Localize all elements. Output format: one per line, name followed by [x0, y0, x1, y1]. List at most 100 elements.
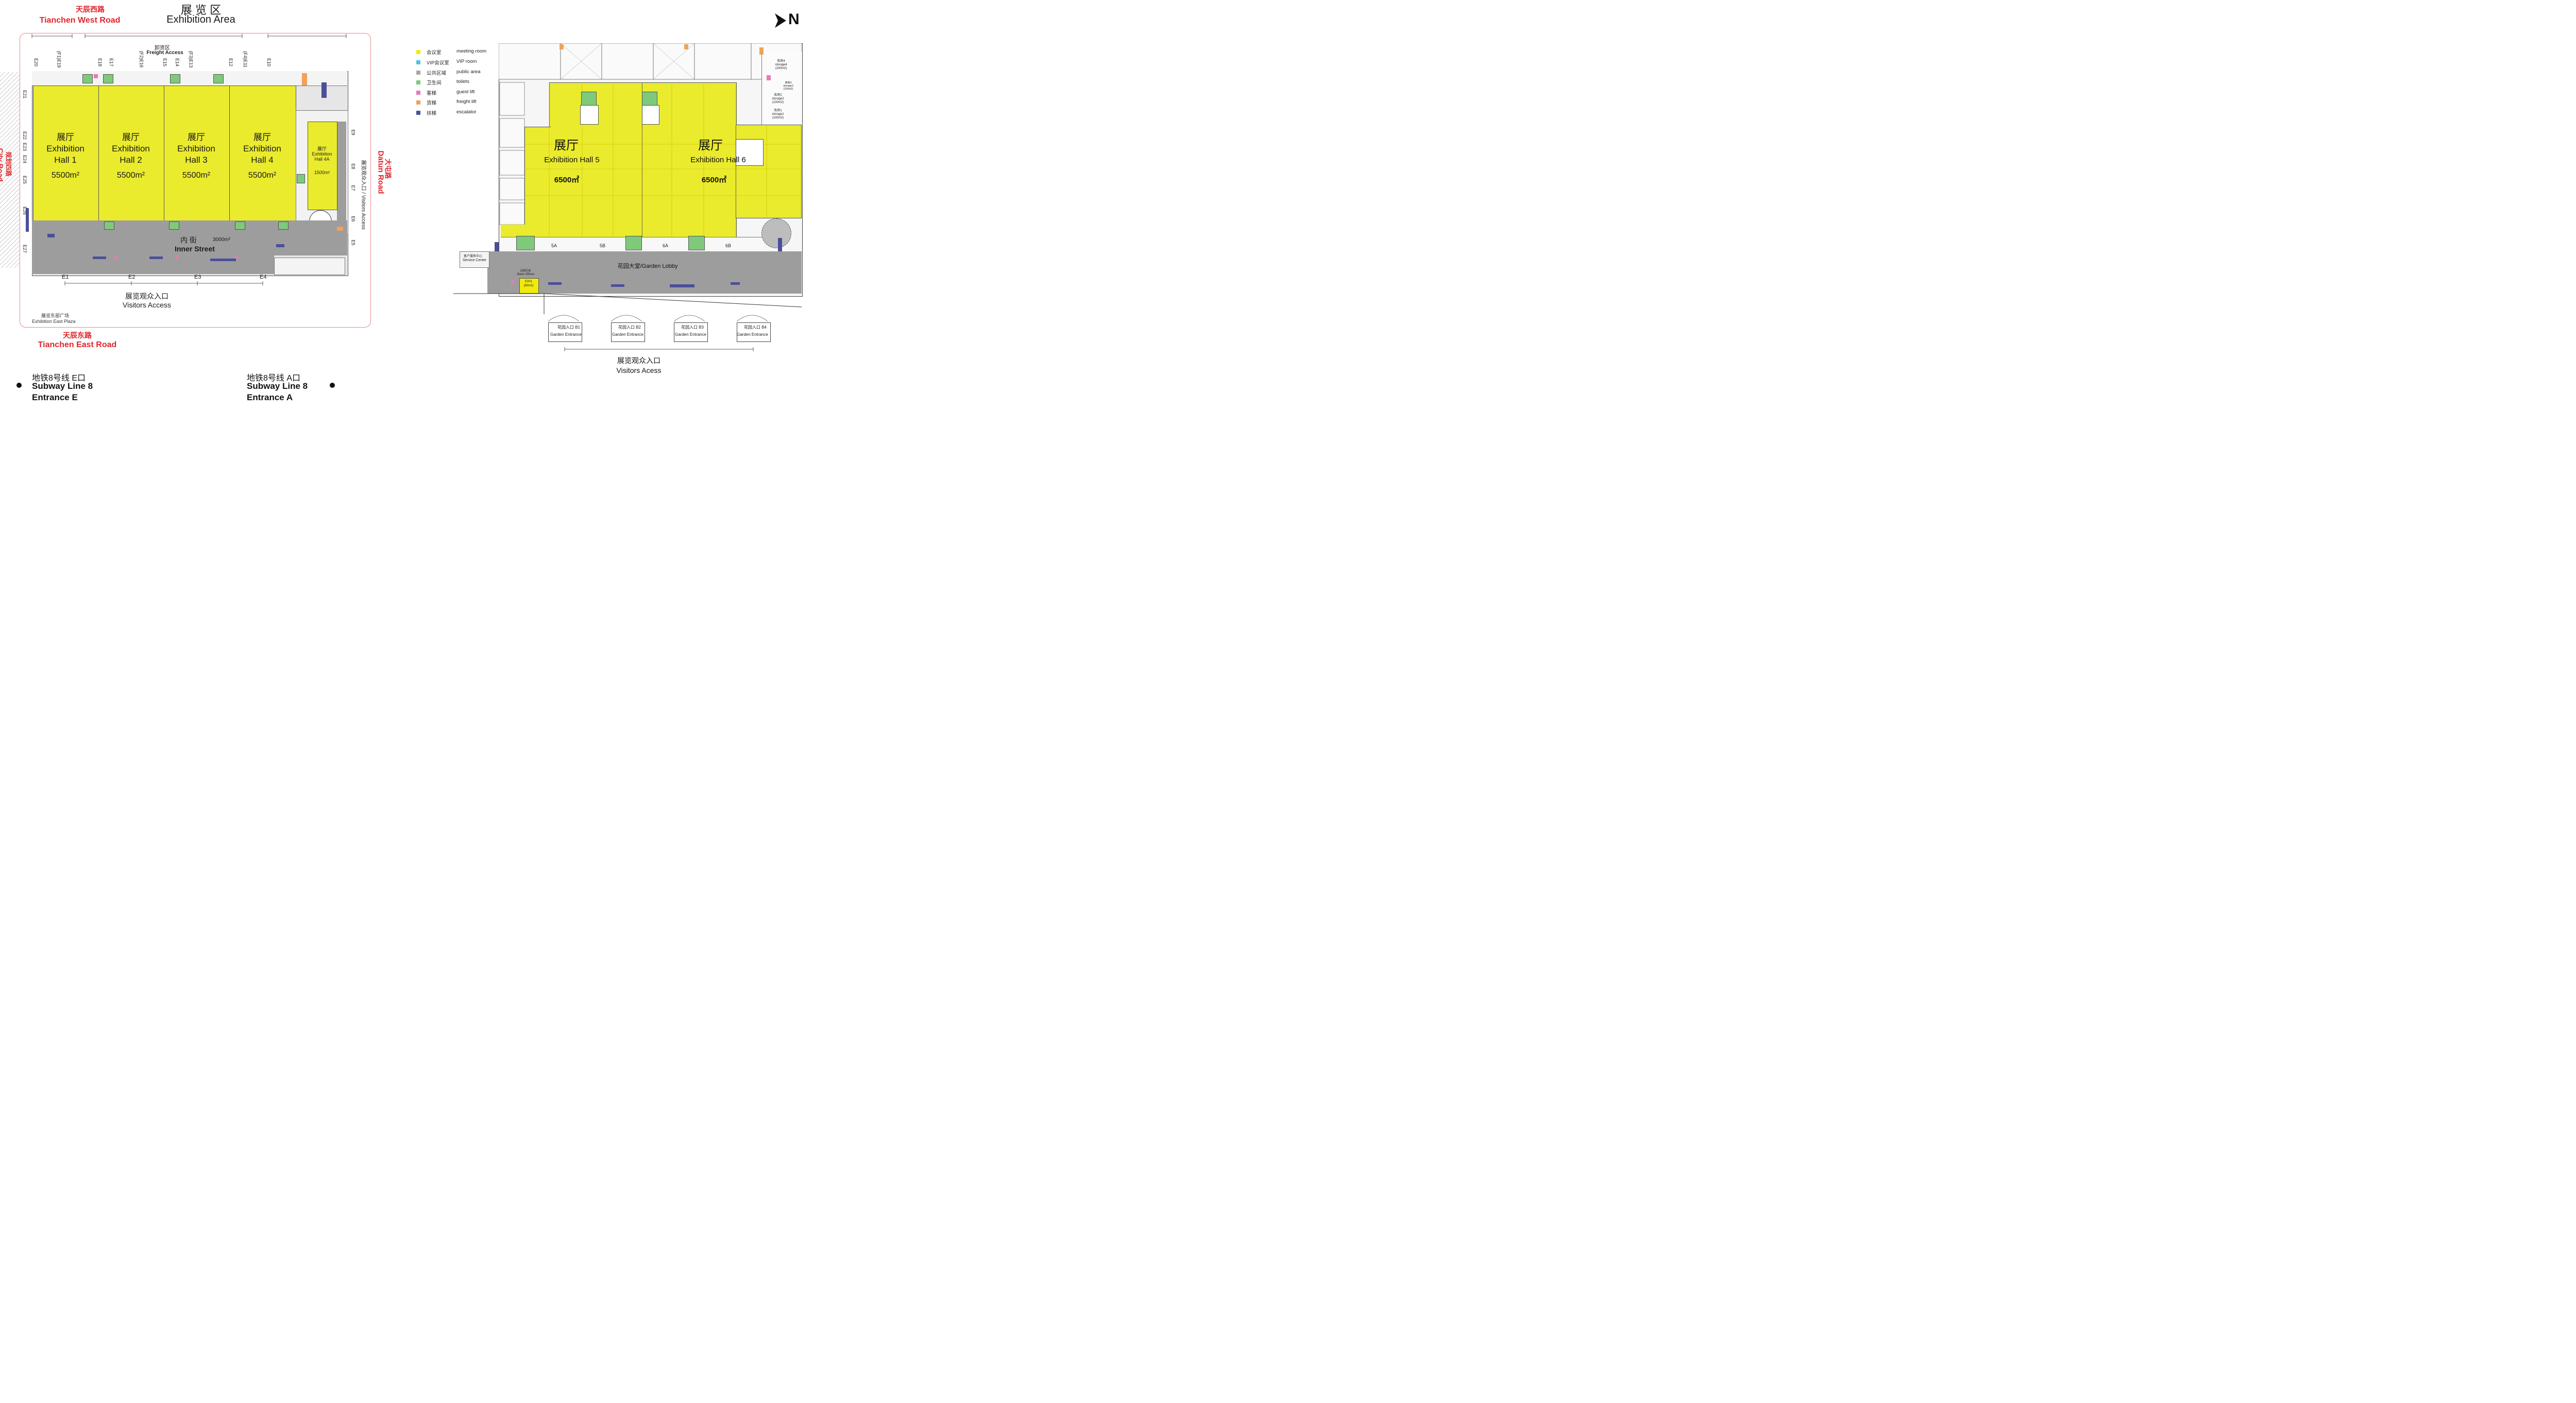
inner-street-area: 3000m²	[213, 237, 230, 243]
freight-lift	[759, 47, 764, 55]
storage-4-zh: 库房4	[777, 60, 785, 63]
service-center-en: Service Center	[463, 259, 487, 262]
garden-entrance-b3[interactable]	[674, 322, 708, 342]
stair-block	[736, 139, 764, 166]
legend-swatch	[416, 60, 420, 64]
toilet	[82, 74, 93, 83]
freight-label-zh: 卸货区	[155, 45, 170, 51]
exhibition-hall-4[interactable]	[229, 85, 296, 221]
inner-street[interactable]	[32, 220, 347, 255]
subway-a-zh: 地铁8号线 A口	[247, 374, 301, 383]
storage-2-en: storage2	[772, 97, 784, 100]
freight-lift	[684, 44, 688, 49]
hall-1-en2: Hall 1	[54, 155, 77, 165]
escalator	[548, 282, 562, 285]
entrance-canopies	[548, 315, 768, 322]
garden-entrance-b2[interactable]	[611, 322, 645, 342]
storage-2-zh: 库房2	[774, 94, 782, 97]
visitors-access-en: Visitors Access	[123, 301, 171, 309]
legend-swatch	[416, 111, 420, 115]
legend-swatch	[416, 91, 420, 95]
guest-lift	[511, 280, 514, 284]
storage-1-area: (140m2)	[772, 116, 784, 119]
toilet	[688, 236, 705, 250]
exhibition-hall-1[interactable]	[33, 85, 99, 221]
subway-e-en1: Subway Line 8	[32, 381, 93, 391]
garden-lobby[interactable]	[487, 251, 802, 294]
legend-item-public-area: 公共区域 public area	[416, 69, 519, 77]
gate-e1: E1	[62, 274, 69, 280]
area-title-zh: 展 览 区	[180, 4, 222, 16]
legend-swatch	[416, 100, 420, 105]
hall-5-zh: 展厅	[554, 139, 579, 152]
hall-2-zh: 展厅	[122, 132, 140, 142]
legend-item-toilets: 卫生间 toilets	[416, 79, 519, 87]
freight-label-en: Freight Access	[146, 50, 183, 56]
garden-entrance-b1[interactable]	[548, 322, 582, 342]
garden-entrance-b4[interactable]	[737, 322, 771, 342]
toilet	[581, 92, 597, 106]
hall-3-en1: Exhibition	[177, 144, 215, 153]
room-5b[interactable]: 5B	[600, 243, 606, 248]
subway-e-zh: 地铁8号线 E口	[32, 374, 86, 383]
service-center[interactable]	[460, 251, 489, 268]
room-6a[interactable]: 6A	[663, 243, 669, 248]
escalator	[210, 259, 236, 261]
toilet	[625, 236, 642, 250]
meeting-room-e001[interactable]	[519, 278, 539, 294]
meeting-room-row	[501, 237, 787, 252]
escalator	[26, 208, 29, 232]
legend-zh: 会议室	[427, 50, 442, 56]
inner-street-label-zh: 内 街	[180, 236, 197, 244]
exhibition-hall-5-south	[501, 225, 550, 237]
legend-zh: 客梯	[427, 91, 437, 96]
hall-2-en1: Exhibition	[112, 144, 150, 153]
escalator	[276, 244, 284, 247]
east-gray-corridor	[337, 122, 346, 231]
hall-3-label: 展厅 Exhibition Hall 3 5500m²	[164, 132, 229, 181]
subway-a-en1: Subway Line 8	[247, 381, 308, 391]
toilet	[104, 221, 114, 230]
hall-4a-en1: Exhibition	[312, 151, 332, 157]
escalator	[495, 242, 499, 251]
subway-e-dot	[16, 383, 22, 388]
hall-1-label: 展厅 Exhibition Hall 1 5500m²	[33, 132, 98, 181]
e001-name: E001	[524, 280, 532, 283]
garden-entrance-b4-zh: 花园入口 B4	[744, 325, 767, 330]
north-service-rooms	[499, 43, 802, 80]
south-outline	[453, 293, 802, 314]
escalator	[321, 82, 327, 98]
garden-entrance-b2-en: Garden Entrance	[612, 332, 643, 337]
toilet	[169, 221, 179, 230]
room-6b[interactable]: 6B	[725, 243, 732, 248]
gate-e4: E4	[260, 274, 267, 280]
legend-zh: 货梯	[427, 100, 437, 106]
service-center-zh: 客户服务中心	[464, 255, 483, 258]
garden-lobby-label: 花园大堂/Garden Lobby	[617, 263, 678, 269]
e001-label: E001 (60m2)	[519, 280, 538, 288]
guest-lift	[767, 75, 771, 80]
freight-lift	[302, 73, 307, 85]
garden-entrance-b1-en: Garden Entrance	[550, 332, 582, 337]
back-offices-zh: 后勤区域	[520, 269, 531, 272]
top-dimension-lines	[31, 34, 347, 38]
left-floor-plan: 天辰西路 Tianchen West Road 展 览 区 Exhibition…	[0, 0, 392, 408]
room-5a[interactable]: 5A	[551, 243, 557, 248]
area-title-en: Exhibition Area	[166, 14, 235, 25]
legend-item-vip-room: VIP会议室 VIP room	[416, 59, 519, 67]
escalator	[93, 256, 106, 259]
right-visitors-zh: 展览观众入口	[617, 356, 660, 365]
exhibition-hall-4a[interactable]	[308, 122, 337, 210]
legend-item-meeting-room: 会议室 meeting room	[416, 48, 519, 57]
hall-6-area: 6500㎡	[701, 176, 727, 184]
guest-lift	[235, 255, 238, 259]
storage-2-area: (130m2)	[772, 101, 784, 104]
top-road-label-zh: 天辰西路	[76, 5, 105, 13]
freight-lift	[337, 227, 343, 231]
e001-area: (60m2)	[523, 284, 534, 287]
storage-4-area: (240m2)	[775, 67, 787, 70]
hall-6-zh: 展厅	[698, 139, 723, 152]
legend-zh: VIP会议室	[427, 60, 449, 66]
toilet	[297, 174, 305, 183]
exhibition-hall-3[interactable]	[164, 85, 230, 221]
